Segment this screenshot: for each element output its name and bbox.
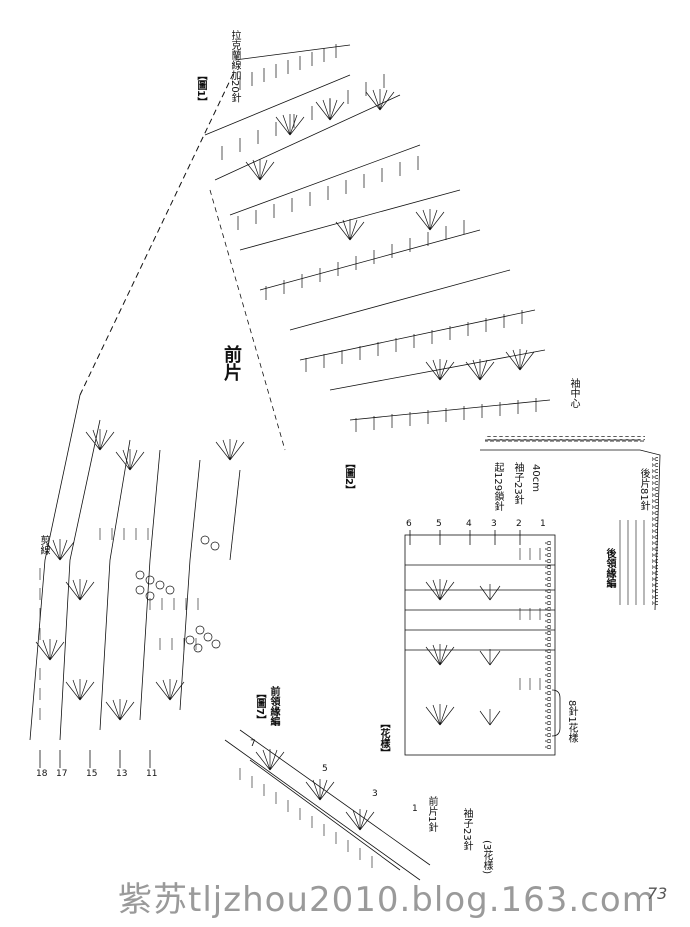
raglan-band (204, 44, 551, 421)
front-1-label: 前片1針 (426, 796, 437, 833)
fig7-label: 【圖7】 (254, 688, 265, 725)
watermark: 紫苏tljzhou2010.blog.163.com (118, 880, 656, 920)
pattern-row-number: 1 (540, 519, 546, 529)
neck-cluster-circles (135, 535, 221, 653)
sleeve-line (480, 439, 661, 611)
pattern-stitches (519, 548, 541, 690)
row-number: 11 (146, 769, 158, 779)
front-23-label: 袖子23針 (461, 808, 472, 851)
lower-fans (255, 749, 375, 831)
pattern-repeat-brace (551, 689, 561, 737)
lower-chart (224, 729, 431, 881)
pattern-box (404, 534, 556, 756)
row-number: 17 (56, 769, 68, 779)
chart-row-number: 1 (412, 804, 418, 814)
width-label: 40cm (530, 464, 541, 492)
row-arrows (39, 530, 521, 768)
front-piece-label: 前片 (221, 345, 242, 381)
front-stitches (39, 528, 199, 720)
pattern-row-number: 5 (436, 519, 442, 529)
pattern-row-number: 6 (406, 519, 412, 529)
back-edging-label: 後領緣編 (604, 548, 615, 588)
front-fan-section (29, 394, 241, 741)
fig2-label: 【圖2】 (343, 458, 354, 495)
pattern-row-number: 4 (466, 519, 472, 529)
row-number: 18 (36, 769, 48, 779)
row-number: 15 (86, 769, 98, 779)
chart-row-number: 7 (250, 739, 256, 749)
pattern-row-number: 3 (491, 519, 497, 529)
back-chain (652, 455, 658, 605)
dividing-label: 剪線 (38, 535, 49, 555)
sleeve-center-label: 袖中心 (568, 378, 579, 408)
raglan-stitches (221, 44, 537, 432)
sleeve-23-label: 袖子23針 (512, 462, 523, 505)
pattern-repeat-label: 8針1花樣 (566, 700, 577, 743)
pattern-row-number: 2 (516, 519, 522, 529)
front-fans (35, 429, 245, 721)
raglan-fans (245, 89, 535, 381)
pattern-label: 【花樣】 (378, 718, 389, 758)
front-edging-label: 前領緣編 (268, 686, 279, 726)
raglan-top-label: 拉克蘭線加20針 (229, 30, 240, 103)
sleeve-chain (485, 436, 645, 442)
chart-row-number: 3 (372, 789, 378, 799)
start-chain-label: 起129鎖針 (492, 462, 503, 512)
row-number: 13 (116, 769, 128, 779)
back-81-label: 後片81針 (638, 468, 649, 511)
front-outline-dashed-2 (209, 189, 286, 451)
pattern-fans (425, 579, 501, 726)
lower-stitches (239, 768, 373, 868)
pattern-base-chain (545, 540, 551, 750)
page-number: 73 (647, 884, 668, 903)
chart-row-number: 5 (322, 764, 328, 774)
pattern-3-label: (3花樣) (481, 840, 492, 875)
front-outline-dashed (79, 69, 236, 396)
back-edging-grid (619, 520, 645, 605)
fig1-label: 【圖1】 (195, 70, 206, 107)
